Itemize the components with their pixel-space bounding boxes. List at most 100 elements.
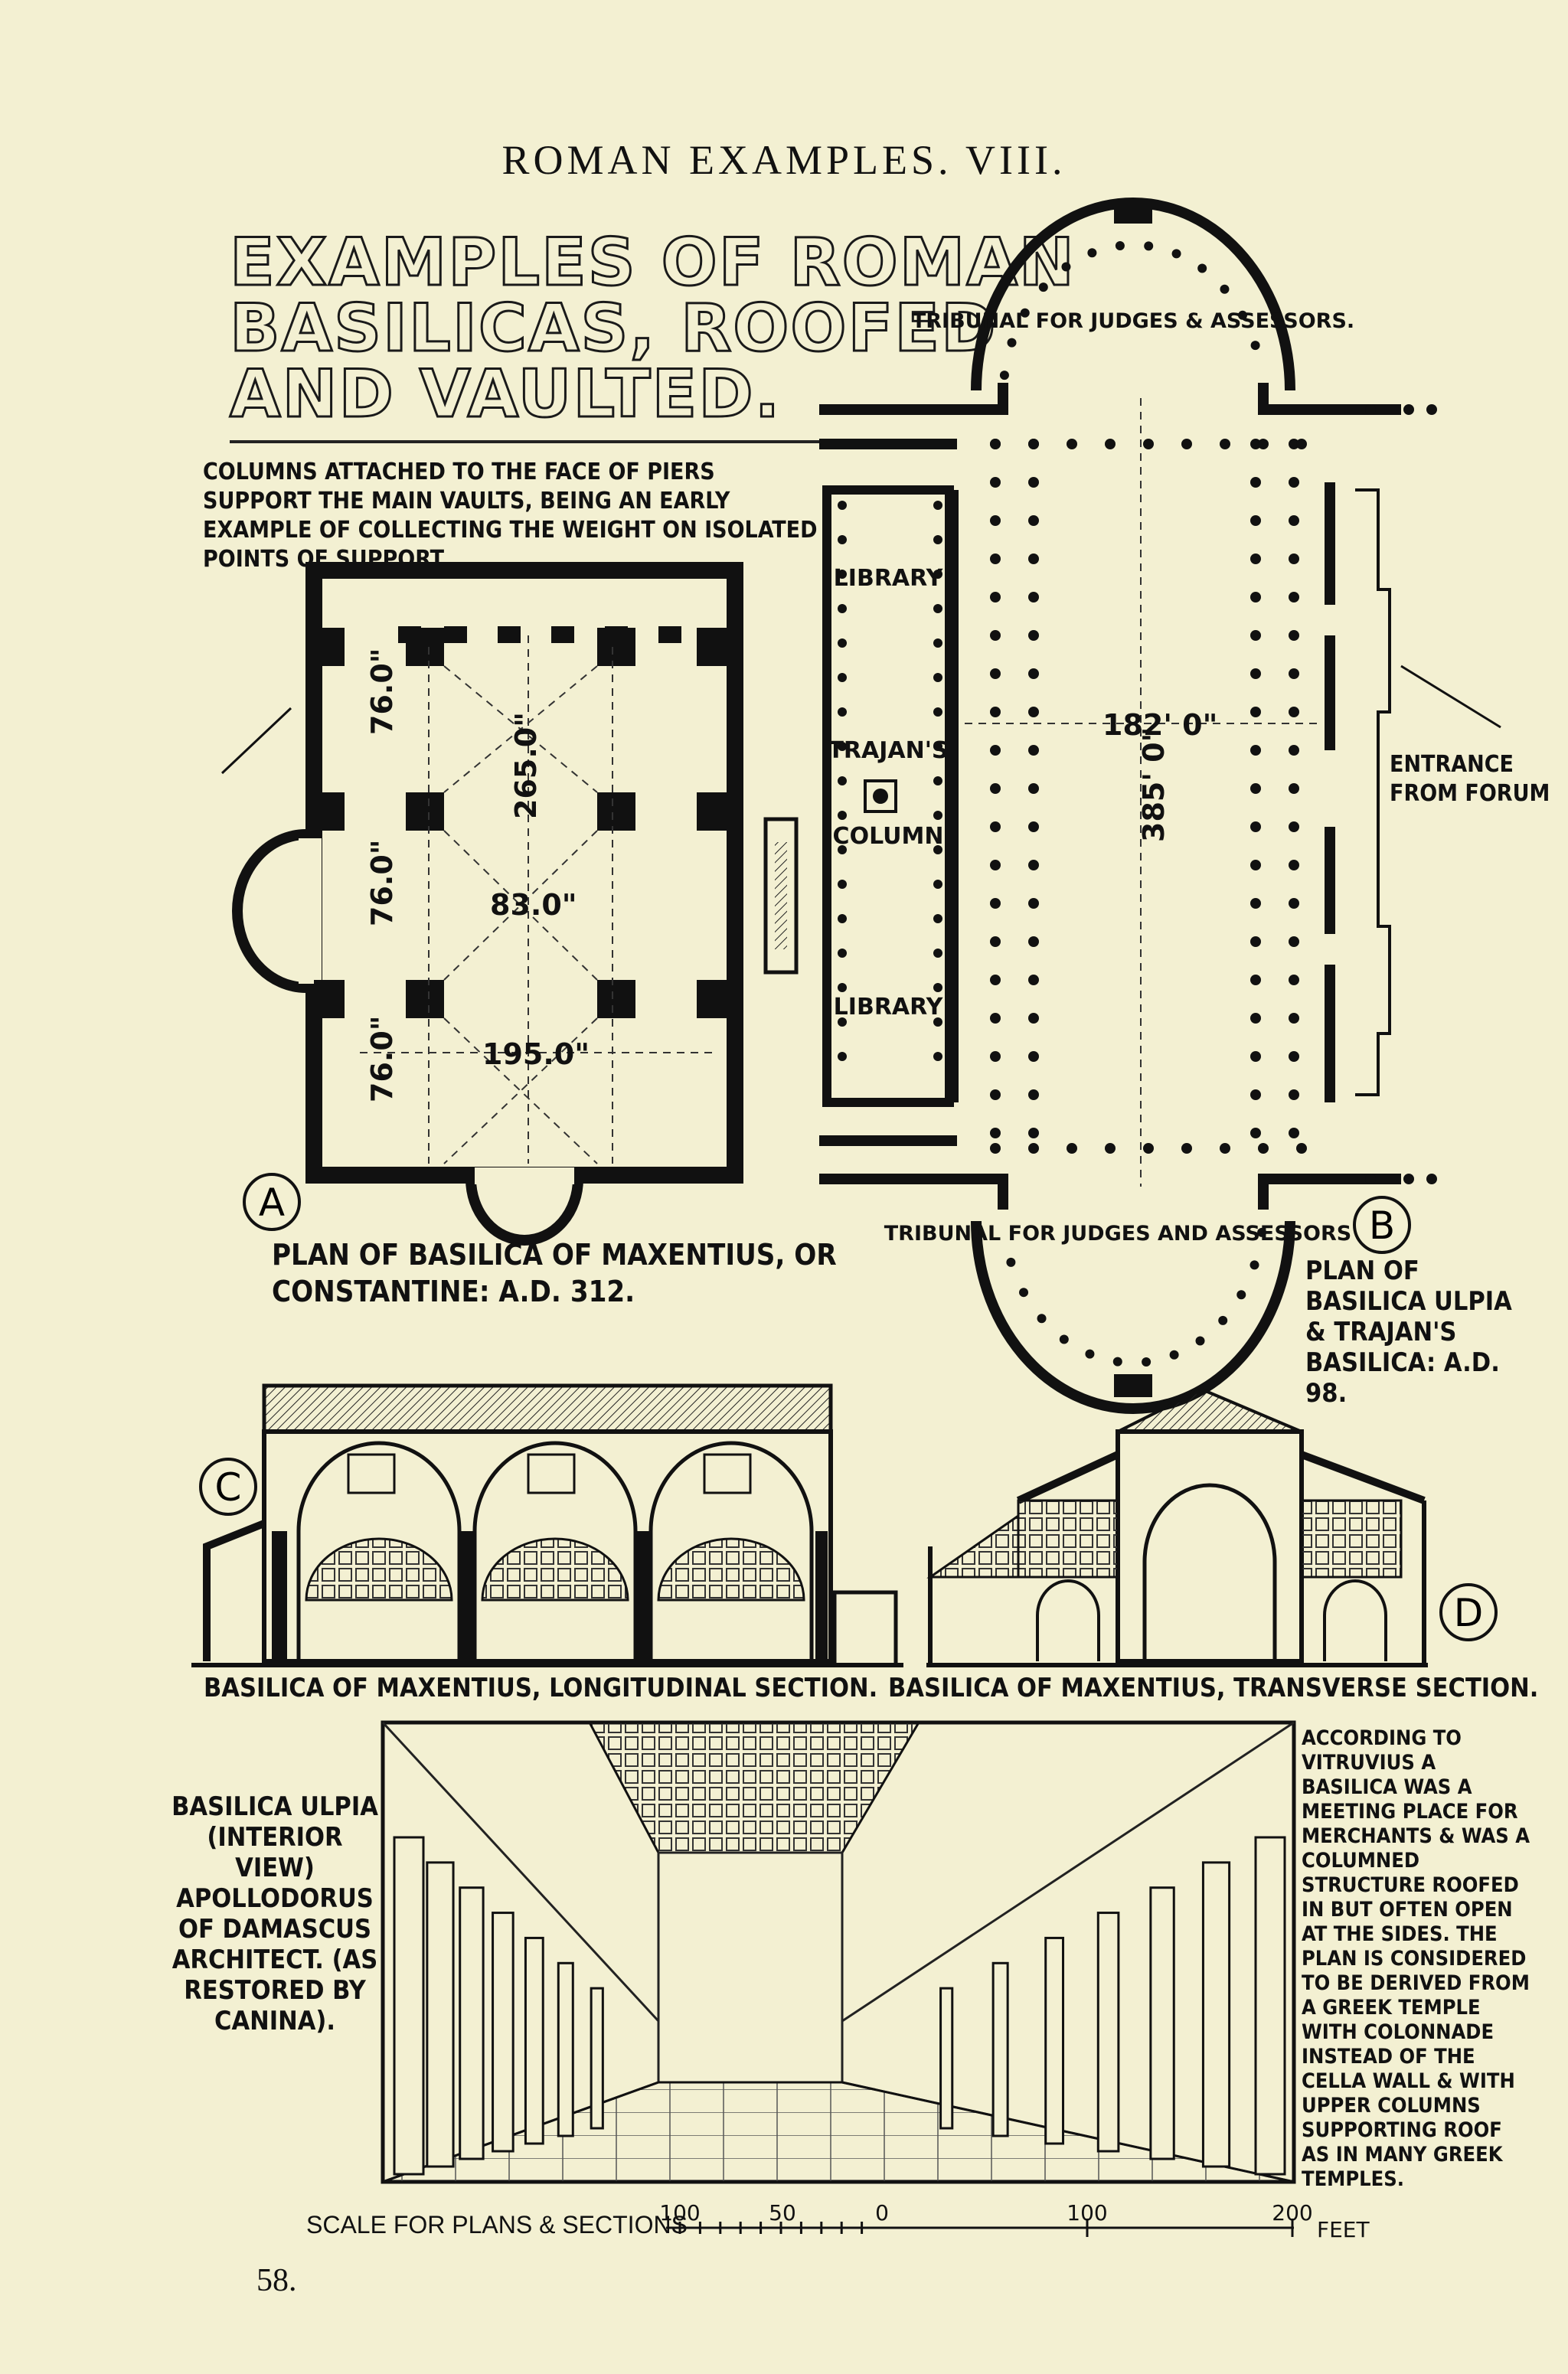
column-dot — [1171, 249, 1181, 259]
column-dot — [1038, 282, 1048, 292]
column-dot — [1365, 1174, 1376, 1184]
column-dot — [990, 592, 1001, 602]
dim-overall: 195.0" — [482, 1037, 590, 1071]
interior-column — [492, 1912, 514, 2153]
column-dot — [1218, 1315, 1228, 1325]
column-dot — [1289, 515, 1299, 526]
column-dot — [990, 1089, 1001, 1100]
column-dot — [1059, 1334, 1069, 1344]
section-d: D — [926, 1387, 1498, 1667]
column-dot — [1258, 1143, 1269, 1154]
column-dot — [1250, 668, 1261, 679]
column-dot — [1028, 1051, 1039, 1062]
column-dot — [1028, 1128, 1039, 1138]
column-dot — [1289, 860, 1299, 870]
column-dot — [1296, 1143, 1307, 1154]
column-dot — [1289, 936, 1299, 947]
dim-bay3: 76.0" — [365, 1015, 399, 1102]
scale-100: 100 — [659, 2200, 700, 2225]
column-dot — [1028, 668, 1039, 679]
column-dot — [1250, 477, 1261, 488]
column-dot — [990, 477, 1001, 488]
column-dot — [838, 845, 847, 854]
column-dot — [933, 983, 942, 992]
plan-a-letter-circle — [243, 1173, 301, 1231]
plan-b-north-apse — [971, 198, 1295, 391]
plan-a-south-apse — [466, 1178, 583, 1246]
column-dot — [1289, 707, 1299, 717]
column-dot — [1250, 1013, 1261, 1024]
column-dot — [1028, 898, 1039, 909]
column-dot — [1037, 1314, 1047, 1324]
column-dot — [933, 914, 942, 923]
column-dot — [1250, 1051, 1261, 1062]
column-dot — [1426, 1174, 1437, 1184]
column-dot — [838, 914, 847, 923]
column-dot — [1289, 821, 1299, 832]
column-dot — [838, 811, 847, 820]
column-dot — [1006, 1257, 1016, 1267]
dim-width: 182' 0" — [1102, 708, 1217, 742]
title-rule — [230, 440, 819, 443]
column-dot — [933, 1017, 942, 1027]
column-dot — [933, 742, 942, 751]
interior-column — [1044, 1936, 1065, 2145]
column-dot — [1250, 975, 1261, 985]
column-dot — [1289, 668, 1299, 679]
column-dot — [990, 515, 1001, 526]
column-dot — [933, 570, 942, 579]
column-dot — [1019, 1288, 1029, 1298]
plan-a-piers — [314, 628, 727, 1018]
scale-label: SCALE FOR PLANS & SECTIONS — [306, 2211, 688, 2238]
column-dot — [1250, 1089, 1261, 1100]
scale-50: 50 — [769, 2200, 796, 2225]
column-dot — [838, 570, 847, 579]
page-header: ROMAN EXAMPLES. VIII. — [501, 137, 1067, 183]
dim-length: 385' 0" — [1137, 727, 1171, 842]
vitruvius-note: ACCORDING TO VITRUVIUS A BASILICA WAS A … — [1302, 1726, 1530, 2191]
column-dot — [1028, 592, 1039, 602]
column-dot — [1028, 936, 1039, 947]
column-dot — [990, 630, 1001, 641]
section-c: C — [191, 1383, 903, 1667]
column-dot — [838, 949, 847, 958]
column-dot — [1028, 439, 1039, 449]
column-dot — [1085, 1349, 1095, 1359]
page-number: 58. — [256, 2263, 297, 2298]
column-dot — [1426, 404, 1437, 415]
column-dot — [933, 604, 942, 613]
column-dot — [1250, 898, 1261, 909]
scale-unit: FEET — [1317, 2217, 1370, 2242]
column-dot — [1250, 783, 1261, 794]
column-dot — [933, 776, 942, 785]
interior-view — [381, 1720, 1296, 2184]
column-dot — [1289, 745, 1299, 756]
column-dot — [1289, 898, 1299, 909]
column-dot — [1028, 821, 1039, 832]
interior-column — [524, 1936, 544, 2145]
dim-nave-width: 83.0" — [490, 888, 577, 922]
column-dot — [933, 707, 942, 717]
column-dot — [1250, 745, 1261, 756]
plan-a-caption: PLAN OF BASILICA OF MAXENTIUS, OR CONSTA… — [272, 1238, 837, 1308]
column-dot — [1144, 241, 1154, 251]
column-dot — [1289, 477, 1299, 488]
column-dot — [1220, 284, 1230, 294]
column-dot — [990, 439, 1001, 449]
column-dot — [1028, 860, 1039, 870]
column-dot — [1028, 553, 1039, 564]
column-dot — [990, 860, 1001, 870]
column-dot — [1289, 1013, 1299, 1024]
column-dot — [1028, 1089, 1039, 1100]
tribunal-top: TRIBUNAL FOR JUDGES & ASSESSORS. — [912, 309, 1354, 333]
column-dot — [1115, 241, 1125, 251]
plan-a: 76.0" 76.0" 76.0" 265.0" 83.0" 195.0" A — [220, 562, 799, 1246]
column-dot — [990, 707, 1001, 717]
column-dot — [1181, 439, 1192, 449]
column-dot — [1289, 439, 1299, 449]
column-dot — [838, 1017, 847, 1027]
column-dot — [1220, 1143, 1230, 1154]
column-dot — [990, 668, 1001, 679]
column-dot — [1250, 515, 1261, 526]
scale-200: 200 — [1272, 2200, 1312, 2225]
